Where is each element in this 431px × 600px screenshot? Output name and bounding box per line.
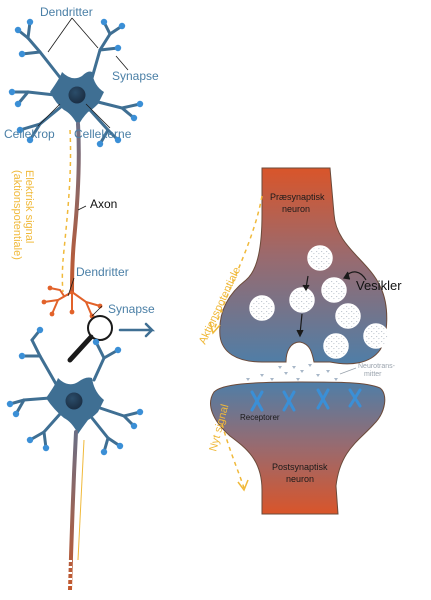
label-receptorer: Receptorer xyxy=(240,413,280,422)
label-elektrisk-line2: (aktionspotentiale) xyxy=(11,170,23,260)
axon-terminal-tips xyxy=(41,285,103,319)
axon-terminals xyxy=(43,287,101,317)
neurotransmitters xyxy=(246,364,338,381)
bottom-cell-nucleus xyxy=(65,392,83,410)
vesicle-arrows xyxy=(296,271,367,338)
label-dendritter-mid: Dendritter xyxy=(76,265,129,279)
label-cellekerne: Cellekerne xyxy=(74,127,132,141)
label-neurotrans-line2: mitter xyxy=(364,371,382,378)
bottom-dendrite-tips xyxy=(6,326,144,456)
label-vesikler: Vesikler xyxy=(356,278,402,293)
label-praesynaptisk-line1: Præsynaptisk xyxy=(270,192,325,202)
top-signal-dashes xyxy=(61,129,72,293)
label-postsynaptisk-line1: Postsynaptisk xyxy=(272,462,328,472)
label-elektrisk-group: Elektrisk signal (aktionspotentiale) xyxy=(11,170,35,260)
aktionspotentiale-dashes xyxy=(213,195,263,331)
label-elektrisk-line1: Elektrisk signal xyxy=(23,170,35,243)
label-postsynaptisk-line2: neuron xyxy=(286,474,314,484)
top-axon xyxy=(70,122,81,294)
magnifier-icon xyxy=(67,315,113,363)
postsynaptic-neuron xyxy=(210,381,386,515)
label-cellekrop: Cellekrop xyxy=(4,127,55,141)
label-synapse-top: Synapse xyxy=(112,69,159,83)
bottom-neuron xyxy=(6,326,144,596)
label-praesynaptisk-line2: neuron xyxy=(282,204,310,214)
aktionspotentiale-arrowhead xyxy=(209,321,221,335)
receptors xyxy=(250,388,362,412)
vesicles xyxy=(249,245,389,359)
label-pointers xyxy=(37,17,129,317)
label-axon: Axon xyxy=(90,197,117,211)
top-neuron xyxy=(8,18,144,319)
top-cell-nucleus xyxy=(68,86,86,104)
bottom-signal-line xyxy=(77,439,85,561)
zoom-arrow xyxy=(118,322,156,338)
label-synapse-mid: Synapse xyxy=(108,302,155,316)
label-dendritter-top: Dendritter xyxy=(40,5,93,19)
top-dendrite-tips xyxy=(8,18,144,148)
synapse-zoom xyxy=(209,167,389,515)
nyt-signal-arrowhead xyxy=(237,479,249,492)
bottom-dendrites xyxy=(8,328,142,454)
neurotrans-pointer xyxy=(339,367,357,375)
label-neurotrans-line1: Neurotrans- xyxy=(358,363,396,370)
